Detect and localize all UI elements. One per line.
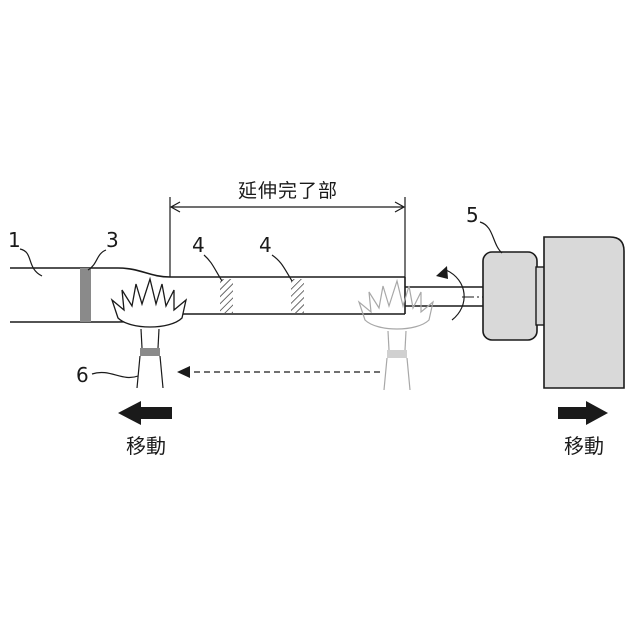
hatched-mark-b xyxy=(291,279,304,313)
move-right-arrow-head xyxy=(586,401,608,425)
burner-neck-left xyxy=(141,329,142,348)
leader-tube xyxy=(20,249,42,276)
move-right-arrow-shaft xyxy=(558,407,590,419)
dimension-label: 延伸完了部 xyxy=(238,180,338,202)
label-band: 3 xyxy=(106,228,119,252)
burner-ghost-body-right xyxy=(407,358,410,390)
hatched-mark-a xyxy=(220,279,233,313)
burner-body-right xyxy=(160,356,163,388)
move-right-arrow xyxy=(558,401,608,425)
tube-bottom-edge xyxy=(10,314,405,322)
rotation-arrowhead xyxy=(436,266,448,279)
label-mark-b: 4 xyxy=(259,233,272,257)
burner-body-left xyxy=(137,356,140,388)
burner-flame xyxy=(112,279,186,327)
label-mark-a: 4 xyxy=(192,233,205,257)
burner-band xyxy=(140,348,160,356)
band-marker xyxy=(80,268,91,322)
move-left-label: 移動 xyxy=(126,434,166,458)
move-left-arrow xyxy=(118,401,172,425)
burner-ghost xyxy=(359,281,433,390)
leader-burner xyxy=(92,372,138,377)
burner-ghost-body-left xyxy=(384,358,387,390)
burner xyxy=(112,279,186,388)
label-tube: 1 xyxy=(8,228,21,252)
chuck xyxy=(483,252,537,340)
burner-ghost-neck-right xyxy=(405,331,406,350)
movement-path-arrowhead xyxy=(177,366,190,378)
burner-ghost-neck-left xyxy=(388,331,389,350)
move-right-label: 移動 xyxy=(564,434,604,458)
drive-unit xyxy=(544,237,624,388)
label-chuck: 5 xyxy=(466,203,479,227)
leader-chuck xyxy=(480,222,502,253)
move-left-arrow-shaft xyxy=(138,407,172,419)
rotation-arrow xyxy=(446,270,464,320)
tube-top-edge xyxy=(10,268,405,277)
burner-ghost-flame xyxy=(359,281,433,329)
burner-ghost-band xyxy=(387,350,407,358)
leader-band xyxy=(88,250,106,270)
label-burner: 6 xyxy=(76,363,89,387)
move-left-arrow-head xyxy=(118,401,141,425)
burner-neck-right xyxy=(158,329,159,348)
